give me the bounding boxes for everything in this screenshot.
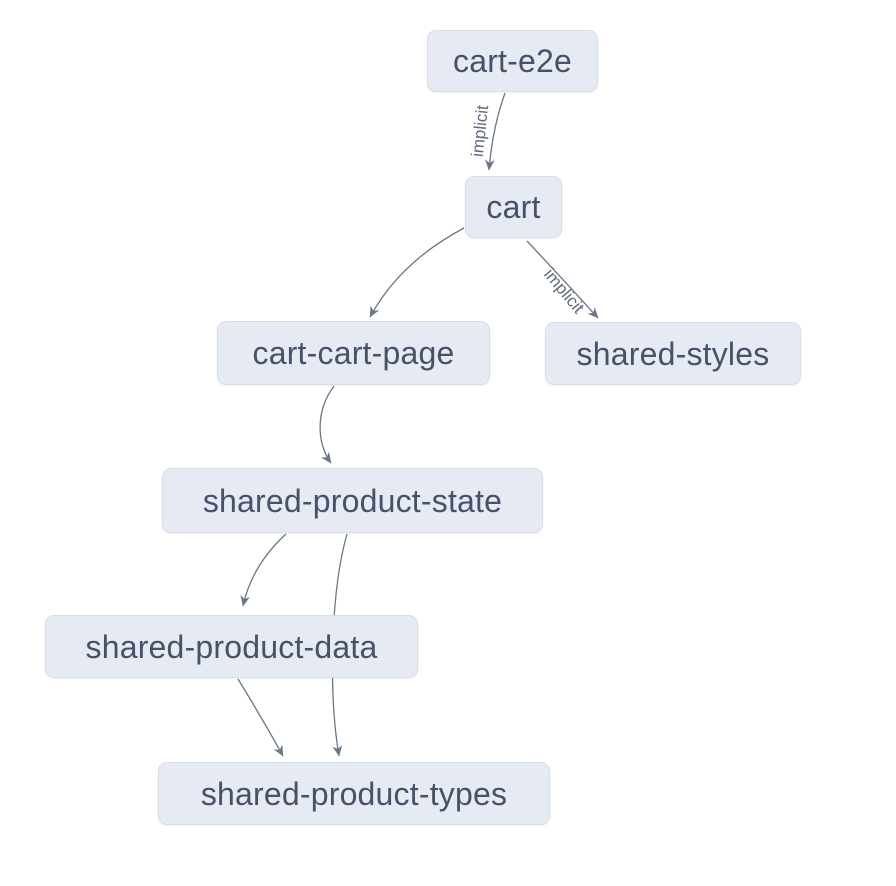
node-label-cart-e2e: cart-e2e bbox=[453, 43, 572, 79]
node-label-shared-product-state: shared-product-state bbox=[202, 482, 503, 519]
node-shared-product-data[interactable]: shared-product-data bbox=[45, 615, 418, 678]
node-label-cart-cart-page: cart-cart-page bbox=[252, 335, 455, 371]
node-shared-product-state[interactable]: shared-product-state bbox=[162, 468, 543, 533]
node-shared-product-types[interactable]: shared-product-types bbox=[158, 762, 550, 825]
edge-cart-e2e-to-cart bbox=[484, 92, 506, 171]
node-shared-styles[interactable]: shared-styles bbox=[545, 322, 801, 385]
edge-cart-to-cart-cart-page bbox=[369, 227, 465, 318]
node-cart-e2e[interactable]: cart-e2e bbox=[427, 30, 598, 92]
node-label-cart: cart bbox=[486, 189, 541, 225]
node-cart[interactable]: cart bbox=[465, 176, 562, 238]
edge-cart-cart-page-to-shared-product-state bbox=[319, 385, 335, 464]
edge-cart-to-shared-styles bbox=[526, 240, 599, 319]
edge-shared-product-data-to-shared-product-types bbox=[237, 678, 284, 757]
node-cart-cart-page[interactable]: cart-cart-page bbox=[217, 321, 490, 385]
node-label-shared-styles: shared-styles bbox=[576, 335, 770, 372]
node-label-shared-product-types: shared-product-types bbox=[200, 775, 508, 812]
edge-shared-product-state-to-shared-product-data bbox=[240, 533, 287, 607]
node-label-shared-product-data: shared-product-data bbox=[85, 628, 378, 665]
